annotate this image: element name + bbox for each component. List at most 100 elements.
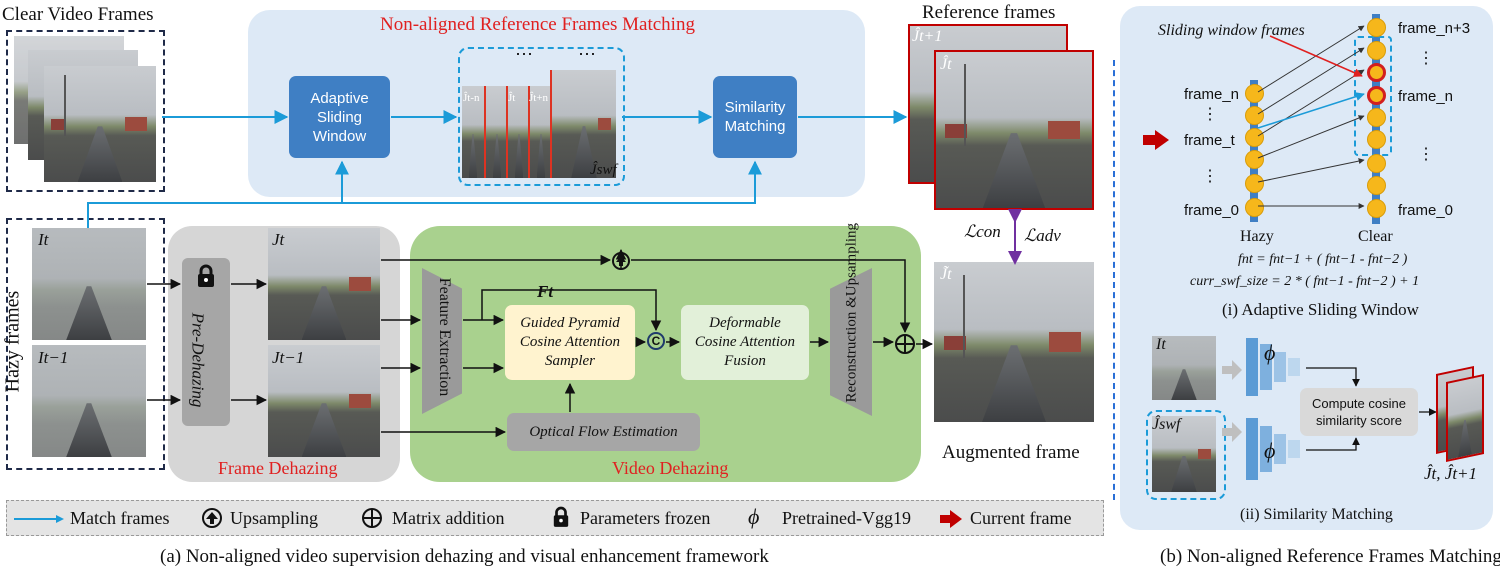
- divider: [1113, 60, 1115, 500]
- hazy-dot-3: [1245, 128, 1264, 147]
- right-vdots-2: ⋮: [1418, 146, 1434, 163]
- i-t-label: It: [38, 230, 49, 249]
- legend-match-frames: Match frames: [70, 508, 170, 528]
- phi-icon-1: ϕ: [1264, 340, 1276, 365]
- sm-input-swf: [1152, 416, 1216, 492]
- hazy-dot-4: [1245, 150, 1264, 169]
- clear-dot-3: [1367, 63, 1386, 82]
- current-frame-arrow: [1143, 130, 1169, 150]
- hazy-dot-5: [1245, 174, 1264, 193]
- matching-panel-title: Non-aligned Reference Frames Matching: [380, 14, 695, 35]
- sm-title: (ii) Similarity Matching: [1240, 506, 1393, 523]
- clear-frame-image: [44, 66, 156, 182]
- caption-b: (b) Non-aligned Reference Frames Matchin…: [1160, 546, 1500, 567]
- dehazed-frame-t1: [268, 345, 380, 457]
- i-t1-label: It−1: [38, 348, 69, 367]
- sm-output-label: Ĵt, Ĵt+1: [1424, 464, 1478, 483]
- f-t-label: Ft: [537, 282, 554, 301]
- right-vdots-1: ⋮: [1418, 50, 1434, 67]
- hazy-frame-t: [32, 228, 146, 340]
- augmented-frame-label: Augmented frame: [942, 442, 1080, 463]
- frame-n-left-label: frame_n: [1184, 86, 1240, 103]
- clear-dot-1: [1367, 18, 1386, 37]
- flow-arrows: [87, 110, 1022, 438]
- dehazed-frame-t: [268, 228, 380, 340]
- frame-n3-label: frame_n+3: [1398, 20, 1471, 37]
- optical-flow-node: Optical Flow Estimation: [507, 413, 700, 451]
- sm-arrows: [1306, 367, 1437, 451]
- formula-2: curr_swf_size = 2 * ( fnt−1 - fnt−2 ) + …: [1190, 274, 1420, 289]
- clear-frames-box: [6, 30, 165, 192]
- concat-icon: C: [647, 332, 665, 350]
- feature-extraction-node: [422, 268, 462, 414]
- j-t-label: Jt: [272, 230, 285, 249]
- l-con-label: ℒcon: [964, 222, 1001, 241]
- gpcas-node: Guided Pyramid Cosine Attention Sampler: [505, 305, 635, 380]
- compute-similarity-node: Compute cosine similarity score: [1300, 388, 1418, 436]
- vgg-network-2: [1246, 414, 1306, 484]
- legend-upsampling-icon: [202, 508, 222, 528]
- clear-label: Clear: [1358, 228, 1393, 245]
- swf-label: Ĵswf: [590, 162, 617, 178]
- clear-video-frames-label: Clear Video Frames: [2, 4, 154, 25]
- frame-dehazing-title: Frame Dehazing: [218, 458, 338, 478]
- frame-0-left-label: frame_0: [1184, 202, 1240, 219]
- reference-frame-t: [934, 50, 1094, 210]
- l-adv-label: ℒadv: [1024, 226, 1061, 245]
- vgg-network-1: [1246, 334, 1306, 400]
- sm-it-label: It: [1156, 336, 1166, 353]
- hazy-frames-box: [6, 218, 165, 470]
- swf-ellipsis: ⋯: [515, 44, 533, 64]
- formula-1: fnt = fnt−1 + ( fnt−1 - fnt−2 ): [1238, 252, 1408, 267]
- hazy-label: Hazy: [1240, 228, 1274, 245]
- frame-0-right-label: frame_0: [1398, 202, 1454, 219]
- j-t1-label: Jt−1: [272, 348, 305, 367]
- legend-phi-icon: ϕ: [748, 504, 760, 529]
- match-frames-arrow-icon: [14, 515, 64, 523]
- hazy-frame-t1: [32, 345, 146, 457]
- ref-t-label: Ĵt: [940, 56, 952, 73]
- asw-title: (i) Adaptive Sliding Window: [1222, 300, 1419, 319]
- caption-a: (a) Non-aligned video supervision dehazi…: [160, 546, 769, 567]
- phi-icon-2: ϕ: [1264, 438, 1276, 463]
- swf-frame-4: [528, 86, 552, 178]
- swf-inner-label-1: Ĵt-n: [463, 92, 480, 104]
- legend-matrix-addition: Matrix addition: [392, 508, 505, 528]
- frame-t-label: frame_t: [1184, 132, 1235, 149]
- ref-t1-label: Ĵt+1: [912, 28, 943, 45]
- hazy-dot-2: [1245, 106, 1264, 125]
- swf-frame-2: [484, 86, 508, 178]
- hazy-dot-1: [1245, 84, 1264, 103]
- legend-current-frame: Current frame: [970, 508, 1072, 528]
- clear-dot-2: [1367, 41, 1386, 60]
- matrix-add-icon: [895, 334, 915, 354]
- adaptive-sliding-window-node: Adaptive Sliding Window: [289, 76, 390, 158]
- asw-arrows: [1257, 25, 1365, 209]
- left-vdots-1: ⋮: [1202, 106, 1218, 123]
- reference-frames-label: Reference frames: [922, 2, 1056, 23]
- hazy-dot-6: [1245, 198, 1264, 217]
- legend-pretrained: Pretrained-Vgg19: [782, 508, 911, 528]
- reconstruction-node: [830, 268, 872, 416]
- similarity-matching-node: Similarity Matching: [713, 76, 797, 158]
- sm-input-it: [1152, 336, 1216, 400]
- sm-output-2: [1446, 373, 1484, 463]
- current-frame-arrow-icon: [940, 510, 962, 528]
- jt-tilde-label: J̃t: [940, 266, 952, 283]
- clear-dot-8: [1367, 176, 1386, 195]
- swf-frame-3: [506, 86, 530, 178]
- lock-icon: [196, 264, 216, 288]
- swf-ellipsis-2: ⋯: [578, 44, 596, 64]
- swf-inner-label-3: Ĵt+n: [529, 92, 549, 104]
- clear-dot-5: [1367, 108, 1386, 127]
- clear-dot-9: [1367, 199, 1386, 218]
- sm-gray-arrows: [1222, 360, 1242, 442]
- dcaf-node: Deformable Cosine Attention Fusion: [681, 305, 809, 380]
- video-dehazing-title: Video Dehazing: [612, 458, 729, 478]
- swf-frame-5: [550, 70, 616, 178]
- clear-dot-4: [1367, 86, 1386, 105]
- left-vdots-2: ⋮: [1202, 168, 1218, 185]
- swf-frame-1: [462, 86, 484, 178]
- augmented-frame-image: [934, 262, 1094, 422]
- sliding-window-frames-label: Sliding window frames: [1158, 22, 1305, 39]
